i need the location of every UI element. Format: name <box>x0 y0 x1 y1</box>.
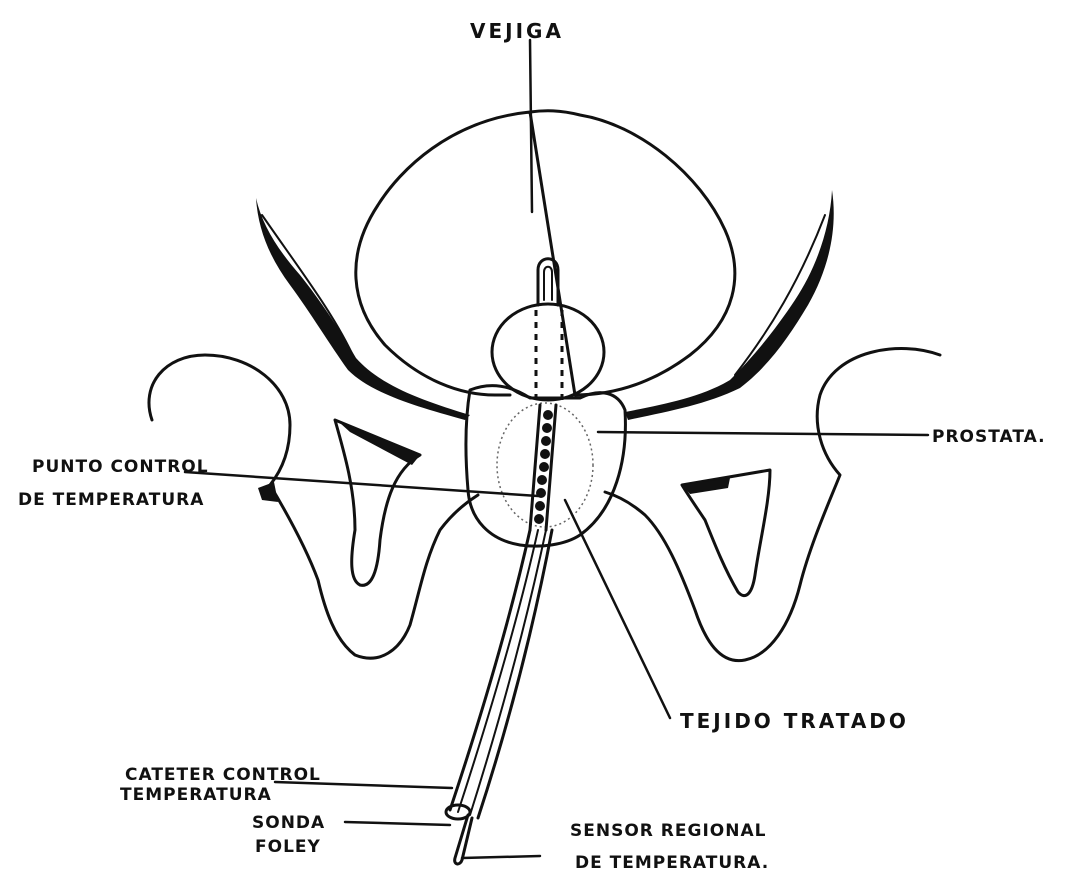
label-punto-control-2: DE TEMPERATURA <box>18 490 204 510</box>
label-tejido-tratado: TEJIDO TRATADO <box>680 709 909 733</box>
leader-tejido-tratado <box>565 500 670 718</box>
label-prostata: PROSTATA. <box>932 427 1046 447</box>
label-sonda: SONDA <box>252 813 325 833</box>
catheter-tube-outer-left <box>450 530 530 810</box>
catheter-tube-inner-right <box>470 530 546 815</box>
pelvic-foramen-left-shade <box>340 423 420 465</box>
leader-punto-control <box>185 472 538 496</box>
pelvic-bone-left-shade <box>258 482 278 502</box>
pelvic-bone-right <box>605 348 940 660</box>
leader-sonda <box>345 822 450 825</box>
label-sensor-1: SENSOR REGIONAL <box>570 821 766 841</box>
label-cateter-1: CATETER CONTROL <box>125 765 321 785</box>
bladder-outline <box>356 111 735 395</box>
catheter-tube-outer-right <box>478 530 552 818</box>
bladder-neck <box>492 304 604 400</box>
catheter-beads <box>530 405 556 530</box>
label-foley: FOLEY <box>255 837 321 857</box>
leader-prostata <box>598 432 928 435</box>
leader-vejiga <box>530 40 532 212</box>
label-punto-control-1: PUNTO CONTROL <box>32 457 209 477</box>
label-vejiga: VEJIGA <box>470 19 564 43</box>
label-cateter-2: TEMPERATURA <box>120 785 272 805</box>
label-sensor-2: DE TEMPERATURA. <box>575 853 769 873</box>
catheter-tip-inner <box>544 267 552 300</box>
leader-sensor <box>462 856 540 858</box>
catheter-tube-inner-left <box>458 530 538 812</box>
